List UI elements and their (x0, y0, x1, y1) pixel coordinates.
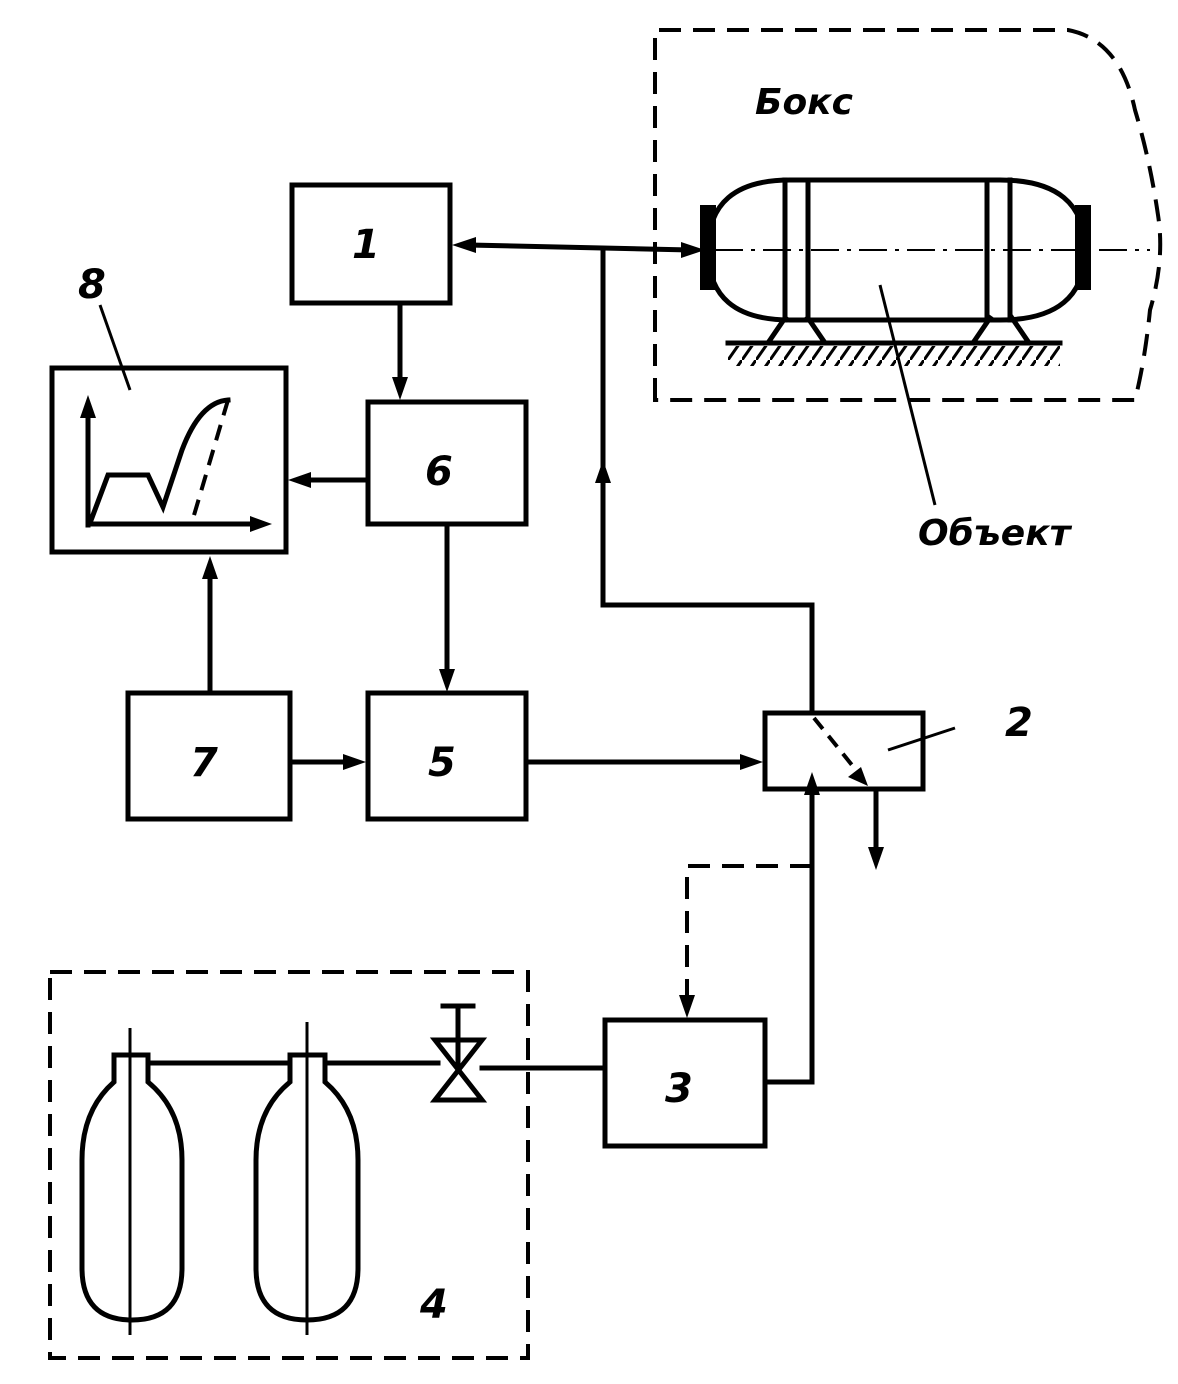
object-label: Объект (918, 513, 1073, 554)
arrow-into-6 (392, 377, 408, 400)
block-2-leader (887, 726, 956, 752)
line-1-object (467, 242, 691, 253)
object-leader (878, 284, 937, 506)
plot-curve-dashed (190, 399, 230, 523)
arrow-into-object (681, 242, 705, 258)
arrow-up-pipe (595, 460, 611, 483)
block-5-label: 5 (428, 740, 456, 786)
plot-x-arrow (250, 516, 272, 532)
block-7-label: 7 (190, 740, 218, 786)
arrow-7-into-8 (202, 556, 218, 579)
box-boundary (653, 28, 1163, 402)
arrow-7-into-5 (343, 754, 366, 770)
block-4-boundary (48, 970, 530, 1360)
end-cap-left (700, 205, 716, 290)
block-2-dashed-path (812, 716, 862, 777)
dashed-feedback-to-3 (685, 864, 812, 1002)
block-2 (762, 710, 926, 792)
block-2-label: 2 (1005, 700, 1033, 746)
block-3-label: 3 (665, 1066, 693, 1112)
arrow-into-2 (804, 772, 820, 795)
block-8-frame (49, 365, 289, 555)
plot-curve (86, 397, 231, 527)
block-8-label: 8 (78, 262, 106, 308)
box-label: Бокс (755, 82, 853, 123)
pipe-3-to-2 (762, 787, 815, 1085)
block-5 (365, 690, 529, 822)
block-1 (289, 182, 453, 306)
exhaust-arrow (868, 847, 884, 870)
valve-icon (429, 1037, 488, 1103)
block-4: 4 (48, 970, 530, 1360)
block-8-leader (98, 304, 132, 391)
arrow-into-1 (452, 237, 476, 253)
block-6-label: 6 (425, 449, 453, 495)
cylinder-1 (79, 1052, 185, 1323)
block-4-label: 4 (419, 1282, 448, 1328)
arrow-feedback-into-3 (679, 995, 695, 1018)
block-8: 8 (49, 262, 289, 555)
end-cap-right (1075, 205, 1091, 290)
object-tank: Объект (700, 177, 1150, 554)
block-2-dashed-arrow (848, 767, 868, 786)
pipe-2-to-object (600, 249, 815, 716)
arrow-into-8 (288, 472, 311, 488)
block-1-label: 1 (352, 222, 380, 268)
box-region: Бокс (653, 28, 1163, 402)
plot-y-arrow (80, 395, 96, 418)
arrow-5-into-2 (740, 754, 763, 770)
ground-hatch (728, 346, 1060, 366)
arrow-into-5 (439, 669, 455, 692)
